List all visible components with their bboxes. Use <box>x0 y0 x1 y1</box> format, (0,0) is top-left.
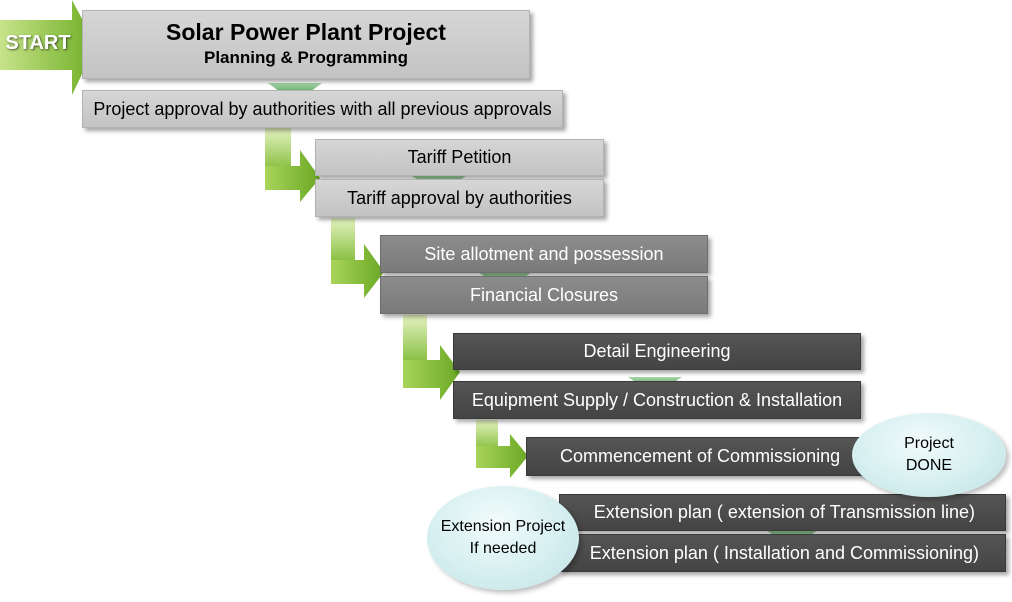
step-label: Site allotment and possession <box>424 243 664 264</box>
step-label: Extension plan ( extension of Transmissi… <box>593 502 975 522</box>
step-label: Extension plan ( Installation and Commis… <box>589 542 979 563</box>
bubble-line-2: DONE <box>905 457 953 474</box>
extension-project-bubble: Extension Project If needed <box>427 486 579 590</box>
step-commissioning: Commencement of Commissioning <box>526 437 878 476</box>
step-site-allotment: Site allotment and possession <box>380 235 708 273</box>
step-label: Financial Closures <box>469 284 619 305</box>
bubble-line-2: If needed <box>469 540 537 557</box>
step-label: Equipment Supply / Construction & Instal… <box>471 389 843 410</box>
step-financial-closures: Financial Closures <box>380 276 708 314</box>
step-tariff-approval: Tariff approval by authorities <box>315 179 604 217</box>
title-main: Solar Power Plant Project <box>166 18 446 45</box>
project-done-bubble: Project DONE <box>852 413 1006 497</box>
step-label: Project approval by authorities with all… <box>93 98 552 119</box>
step-label: Tariff approval by authorities <box>347 187 572 208</box>
start-arrow-shape <box>0 0 96 95</box>
step-detail-engineering: Detail Engineering <box>453 333 861 370</box>
title-sub: Planning & Programming <box>203 47 409 67</box>
step-arrow-1 <box>265 128 320 202</box>
step-tariff-petition: Tariff Petition <box>315 139 604 176</box>
step-equipment-supply: Equipment Supply / Construction & Instal… <box>453 381 861 419</box>
step-extension-installation: Extension plan ( Installation and Commis… <box>559 534 1006 572</box>
step-arrow-3 <box>403 315 460 400</box>
step-label: Tariff Petition <box>407 147 512 167</box>
step-arrow-2 <box>331 218 384 298</box>
start-label: START <box>5 32 71 54</box>
step-label: Commencement of Commissioning <box>560 446 841 466</box>
title-box: Solar Power Plant Project Planning & Pro… <box>82 10 530 79</box>
step-project-approval: Project approval by authorities with all… <box>82 90 563 128</box>
bubble-line-1: Project <box>904 435 954 452</box>
bubble-line-1: Extension Project <box>440 518 566 535</box>
step-extension-transmission: Extension plan ( extension of Transmissi… <box>559 494 1006 531</box>
step-arrow-4 <box>476 420 528 478</box>
step-label: Detail Engineering <box>583 341 731 361</box>
